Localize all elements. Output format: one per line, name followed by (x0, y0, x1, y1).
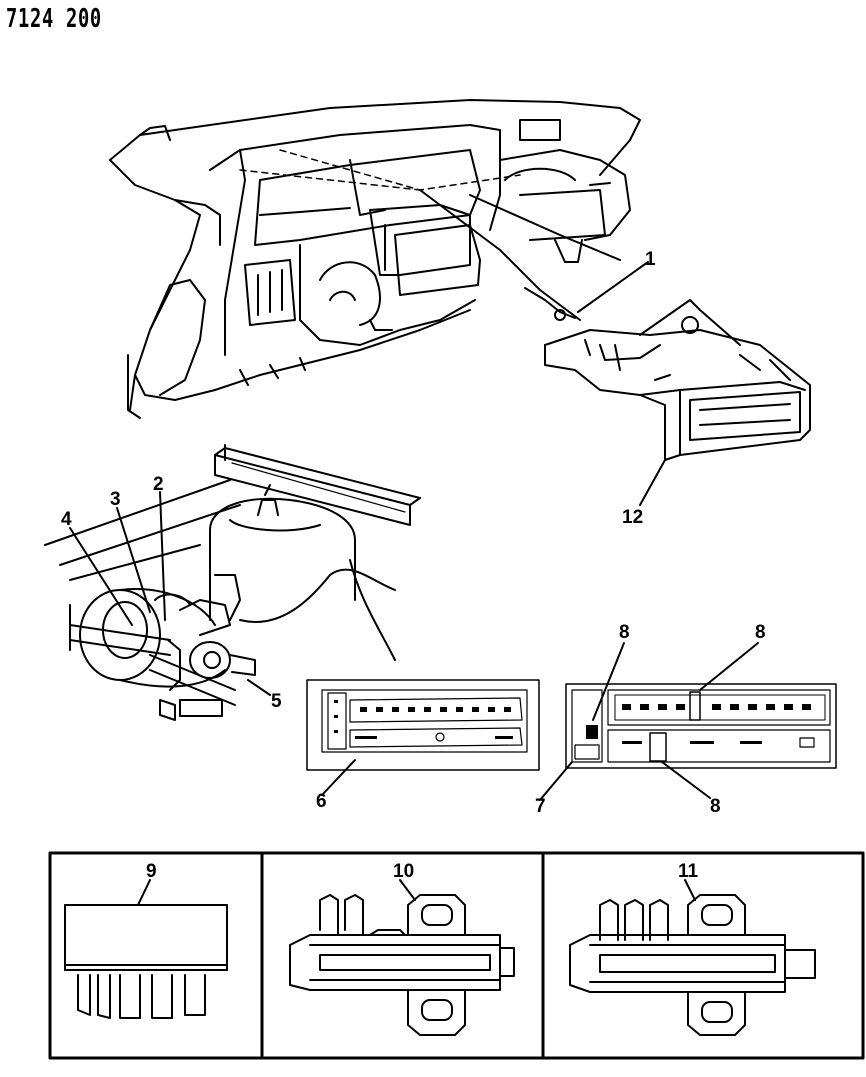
control-module-drawing (544, 299, 811, 506)
callout-4: 4 (61, 509, 72, 530)
slide-switch-10-drawing (289, 879, 515, 1036)
callout-5: 5 (271, 691, 282, 712)
callout-3: 3 (110, 489, 121, 510)
callout-6: 6 (316, 791, 327, 812)
control-panel-switches-drawing (539, 642, 837, 801)
callout-8b: 8 (755, 622, 766, 643)
resistor-block-drawing (64, 879, 228, 1019)
callout-10: 10 (393, 861, 415, 882)
callout-8a: 8 (619, 622, 630, 643)
instrument-panel-drawing (109, 99, 649, 419)
callout-7: 7 (535, 796, 546, 817)
callout-9: 9 (146, 861, 157, 882)
actuator-assembly-drawing (44, 444, 421, 721)
callout-2: 2 (153, 474, 164, 495)
switch-detail-panels (48, 851, 865, 1060)
slide-switch-11-drawing (569, 879, 816, 1036)
callout-12: 12 (622, 507, 644, 528)
control-panel-face-drawing (306, 679, 540, 796)
diagram-code: 7124 200 (6, 4, 102, 34)
callout-11: 11 (678, 861, 699, 882)
callout-1: 1 (645, 249, 656, 270)
callout-8c: 8 (710, 796, 721, 817)
